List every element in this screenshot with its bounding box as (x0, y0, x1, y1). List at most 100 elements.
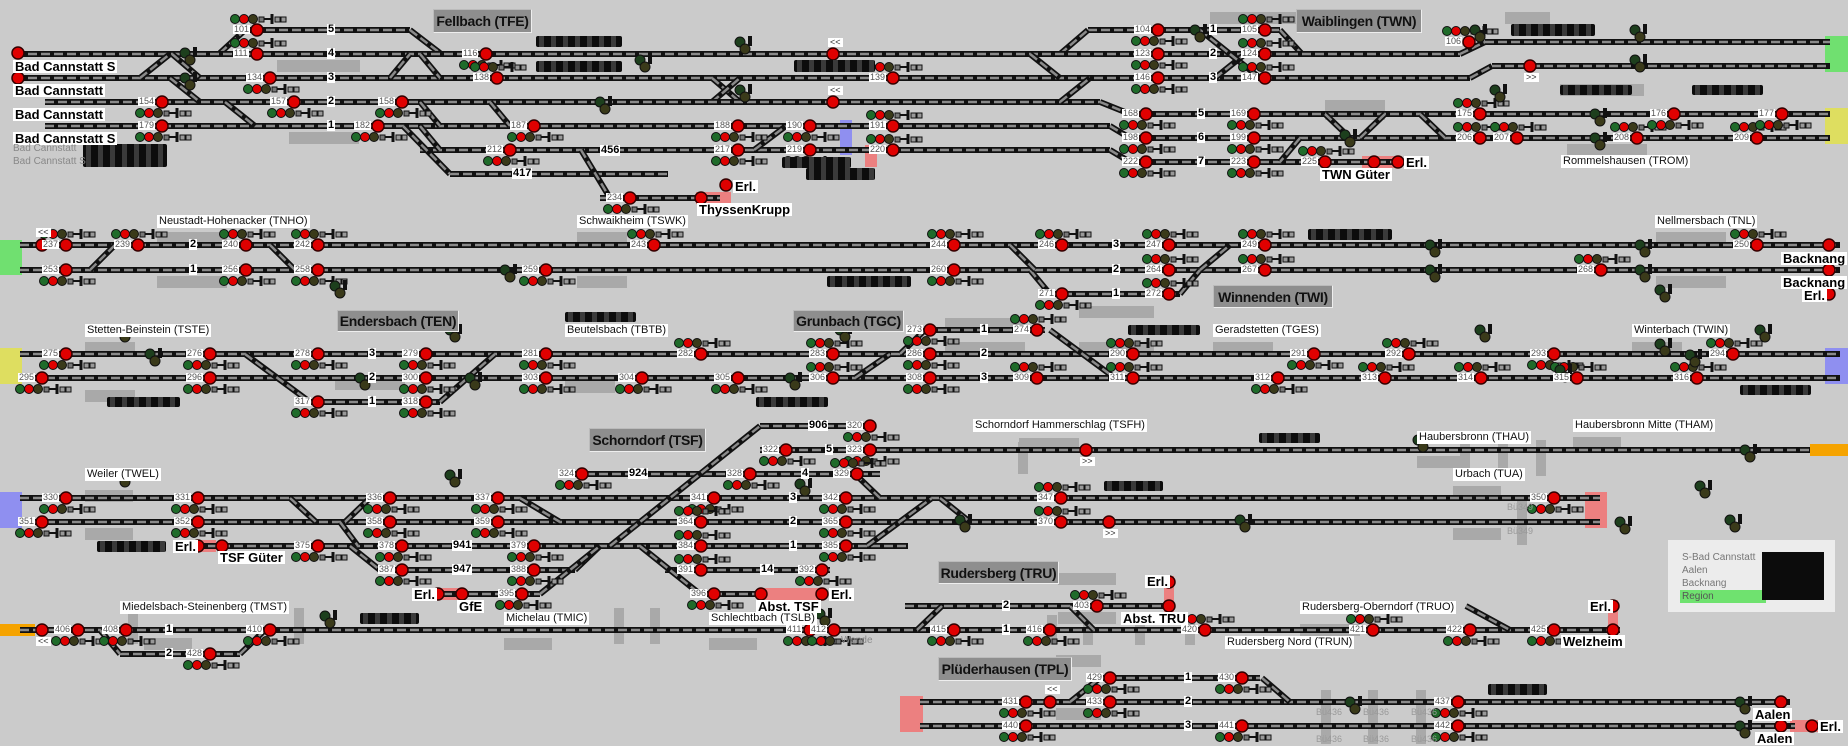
signal-number[interactable]: 146 (1134, 72, 1152, 82)
signal-number[interactable]: 158 (378, 96, 396, 106)
signal-number[interactable]: 279 (402, 348, 420, 358)
main-signal[interactable] (807, 623, 864, 646)
signal-number[interactable]: 336 (366, 492, 384, 502)
main-signal[interactable] (843, 419, 900, 442)
main-signal[interactable] (15, 515, 72, 538)
signal-number[interactable]: 217 (714, 144, 732, 154)
main-signal[interactable] (1346, 614, 1403, 637)
main-signal[interactable] (471, 515, 528, 538)
main-signal[interactable] (999, 695, 1056, 718)
signal-number[interactable]: 392 (798, 564, 816, 574)
signal-number[interactable]: 292 (1385, 348, 1403, 358)
signal-number[interactable]: 306 (809, 372, 827, 382)
main-signal[interactable] (1010, 314, 1067, 337)
main-signal[interactable] (399, 347, 456, 370)
main-signal[interactable] (219, 229, 276, 252)
main-signal[interactable] (719, 178, 733, 192)
signal-number[interactable]: 276 (186, 348, 204, 358)
main-signal[interactable] (483, 143, 540, 166)
main-signal[interactable] (826, 95, 840, 109)
signal-number[interactable]: 220 (869, 144, 887, 154)
signal-number[interactable]: 264 (1145, 264, 1163, 274)
main-signal[interactable] (1238, 14, 1295, 37)
main-signal[interactable] (1142, 229, 1199, 252)
main-signal[interactable] (15, 371, 72, 394)
signal-number[interactable]: 179 (138, 120, 156, 130)
signal-number[interactable]: 350 (1530, 492, 1548, 502)
signal-number[interactable]: 199 (1230, 132, 1248, 142)
signal-number[interactable]: 293 (1530, 348, 1548, 358)
signal-number[interactable]: 311 (1109, 372, 1126, 382)
main-signal[interactable] (674, 530, 731, 553)
direction-arrow-button[interactable]: << (828, 37, 843, 47)
main-signal[interactable] (1034, 506, 1091, 529)
main-signal[interactable] (507, 563, 564, 586)
main-signal[interactable] (903, 371, 960, 394)
signal-number[interactable]: 271 (1038, 288, 1056, 298)
main-signal[interactable] (1215, 719, 1272, 742)
signal-number[interactable]: 239 (114, 239, 132, 249)
main-signal[interactable] (927, 229, 984, 252)
signal-number[interactable]: 124 (1241, 48, 1259, 58)
signal-number[interactable]: 365 (822, 516, 840, 526)
signal-number[interactable]: 385 (822, 540, 840, 550)
signal-number[interactable]: 313 (1361, 372, 1379, 382)
main-signal[interactable] (723, 467, 780, 490)
main-signal[interactable] (1227, 131, 1284, 154)
signal-number[interactable]: 330 (42, 492, 60, 502)
main-signal[interactable] (1131, 47, 1188, 70)
main-signal[interactable] (1227, 155, 1284, 178)
main-signal[interactable] (1131, 23, 1188, 46)
main-signal[interactable] (674, 554, 731, 577)
signal-number[interactable]: 425 (1530, 624, 1548, 634)
signal-number[interactable]: 244 (930, 239, 948, 249)
main-signal[interactable] (815, 587, 829, 601)
direction-arrow-button[interactable]: << (36, 227, 51, 237)
signal-number[interactable]: 384 (677, 540, 695, 550)
main-signal[interactable] (866, 134, 923, 157)
signal-number[interactable]: 207 (1493, 132, 1511, 142)
main-signal[interactable] (1755, 107, 1812, 130)
signal-number[interactable]: 314 (1457, 372, 1475, 382)
signal-number[interactable]: 223 (1230, 156, 1248, 166)
signal-number[interactable]: 308 (906, 372, 924, 382)
station-name-box[interactable]: Rudersberg (TRU) (938, 561, 1059, 584)
main-signal[interactable] (219, 263, 276, 286)
main-signal[interactable] (363, 491, 420, 514)
signal-number[interactable]: 411 (786, 624, 803, 634)
signal-number[interactable]: 295 (18, 372, 36, 382)
main-signal[interactable] (687, 587, 744, 610)
main-signal[interactable] (351, 119, 408, 142)
signal-number[interactable]: 312 (1254, 372, 1272, 382)
signal-number[interactable]: 206 (1456, 132, 1474, 142)
station-name-box[interactable]: Schorndorf (TSF) (589, 428, 706, 452)
signal-number[interactable]: 420 (1181, 624, 1199, 634)
signal-number[interactable]: 278 (294, 348, 312, 358)
main-signal[interactable] (1142, 278, 1199, 301)
main-signal[interactable] (1527, 491, 1584, 514)
main-signal[interactable] (399, 371, 456, 394)
main-signal[interactable] (806, 338, 863, 361)
signal-number[interactable]: 111 (233, 48, 249, 58)
main-signal[interactable] (171, 515, 228, 538)
main-signal[interactable] (291, 395, 348, 418)
station-name-box[interactable]: Waiblingen (TWN) (1296, 9, 1422, 33)
main-signal[interactable] (615, 371, 672, 394)
signal-number[interactable]: 187 (510, 120, 528, 130)
signal-number[interactable]: 283 (809, 348, 827, 358)
main-signal[interactable] (183, 371, 240, 394)
signal-number[interactable]: 198 (1122, 132, 1140, 142)
legend-item-region[interactable]: Region (1680, 590, 1766, 603)
signal-number[interactable]: 396 (690, 588, 708, 598)
signal-number[interactable]: 408 (102, 624, 120, 634)
signal-number[interactable]: 430 (1218, 672, 1236, 682)
main-signal[interactable] (230, 38, 287, 61)
main-signal[interactable] (1287, 347, 1344, 370)
signal-number[interactable]: 437 (1434, 696, 1452, 706)
main-signal[interactable] (135, 95, 192, 118)
main-signal[interactable] (1079, 443, 1093, 457)
signal-number[interactable]: 370 (1037, 516, 1055, 526)
main-signal[interactable] (927, 263, 984, 286)
main-signal[interactable] (291, 347, 348, 370)
signal-number[interactable]: 324 (558, 468, 576, 478)
